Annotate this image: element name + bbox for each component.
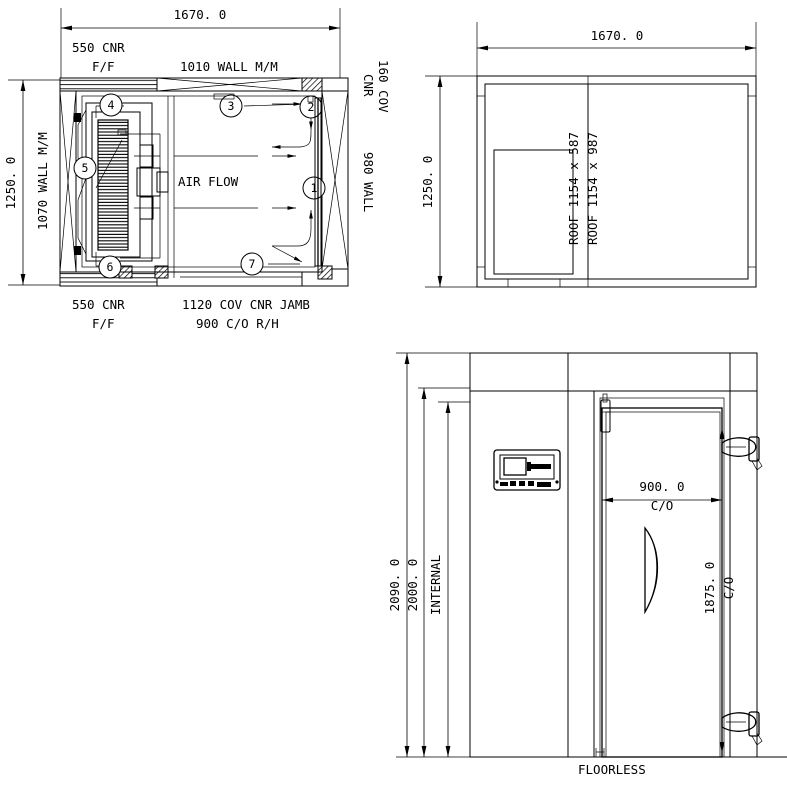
plan-evaporator-coil [97, 119, 129, 251]
plan-width-dim-text: 1670. 0 [174, 7, 227, 22]
roof-panel-label-1: ROOF 1154 x 587 [566, 132, 581, 245]
plan-door-leaf [307, 95, 322, 267]
plan-depth-dim-text: 1250. 0 [3, 157, 18, 210]
plan-airflow-indicators: AIR FLOW [174, 154, 296, 210]
door-top-plunger [600, 393, 611, 433]
elevation-door-width-sub: C/O [651, 498, 674, 513]
plan-fan-assembly [117, 96, 175, 278]
plan-label-bottom-center-2: 900 C/O R/H [196, 316, 279, 331]
plan-balloon-3-text: 3 [228, 99, 235, 113]
plan-label-top-left-2: F/F [92, 59, 115, 74]
plan-depth-dimension: 1250. 0 [3, 79, 62, 286]
plan-balloon-4-text: 4 [108, 98, 115, 112]
plan-label-bottom-left-2: F/F [92, 316, 115, 331]
plan-label-bottom-center-1: 1120 COV CNR JAMB [182, 297, 310, 312]
roof-panel-label-2: ROOF 1154 x 987 [585, 132, 600, 245]
plan-balloon-6-text: 6 [107, 260, 114, 274]
roof-width-dim-text: 1670. 0 [591, 28, 644, 43]
plan-label-top-center: 1010 WALL M/M [180, 59, 278, 74]
plan-label-right-top-1: 160 COV [376, 60, 391, 113]
plan-balloon-1: 1 [302, 176, 326, 200]
plan-label-right-top-2: CNR [361, 74, 376, 97]
plan-top-wall-panel [156, 77, 303, 92]
plan-airflow-label: AIR FLOW [178, 174, 239, 189]
door-latch-lower[interactable] [721, 711, 763, 746]
elevation-height-2090-dimension: 2090. 0 [387, 352, 470, 758]
elevation-cabinet-outline [469, 352, 758, 758]
plan-balloon-2: 2 [299, 95, 323, 119]
elevation-door-height-text: 1875. 0 [702, 562, 717, 615]
roof-width-dimension: 1670. 0 [476, 22, 757, 80]
control-panel[interactable] [493, 449, 561, 491]
elevation-height-2000-text: 2000. 0 [405, 559, 420, 612]
elevation-height-2000-dimension: 2000. 0 [405, 387, 470, 757]
roof-view-group: 1670. 0 1250. 0 ROOF 11 [420, 22, 757, 288]
elevation-door-height-sub: C/O [721, 577, 736, 600]
plan-balloon-5-text: 5 [82, 161, 89, 175]
plan-balloon-3: 3 [219, 94, 243, 118]
elevation-door-width-dimension: 900. 0 C/O [602, 479, 722, 513]
roof-depth-dimension: 1250. 0 [420, 75, 480, 288]
plan-top-right-corner [301, 77, 323, 92]
plan-width-dimension: 1670. 0 [60, 7, 341, 88]
plan-evaporator-housing [74, 102, 153, 262]
door-latch-upper[interactable] [721, 436, 763, 471]
plan-balloon-7: 7 [240, 252, 264, 276]
plan-balloon-7-text: 7 [249, 257, 256, 271]
roof-opening [493, 149, 574, 275]
elevation-height-2090-text: 2090. 0 [387, 559, 402, 612]
plan-label-right-mid: 980 WALL [361, 152, 376, 212]
elevation-internal-text: INTERNAL [428, 555, 443, 615]
plan-label-top-left-1: 550 CNR [72, 40, 125, 55]
elevation-door-width-text: 900. 0 [639, 479, 684, 494]
elevation-internal-dimension: INTERNAL [428, 401, 470, 757]
plan-left-wall-panel [59, 90, 77, 273]
plan-balloon-2-text: 2 [308, 100, 315, 114]
roof-outer-casing [476, 75, 757, 288]
plan-label-bottom-left-1: 550 CNR [72, 297, 125, 312]
plan-view-group: 1670. 0 1250. 0 550 CNR F/F 1010 WALL M/… [3, 7, 391, 331]
elevation-floorless-note: FLOORLESS [578, 762, 646, 777]
plan-top-tab [213, 93, 235, 100]
roof-depth-dim-text: 1250. 0 [420, 156, 435, 209]
plan-balloon-5: 5 [73, 156, 97, 180]
elevation-door-height-dimension: 1875. 0 C/O [702, 428, 736, 753]
plan-label-left-vertical: 1070 WALL M/M [35, 132, 50, 230]
plan-balloon-6: 6 [98, 255, 122, 279]
plan-right-wall-panel [321, 90, 349, 270]
roof-inner-slab [484, 83, 749, 280]
elevation-view-group: 2090. 0 2000. 0 INTERNAL [387, 352, 787, 777]
plan-balloon-1-text: 1 [311, 181, 318, 195]
plan-balloon-4: 4 [99, 93, 123, 117]
plan-top-left-panel [59, 77, 158, 92]
